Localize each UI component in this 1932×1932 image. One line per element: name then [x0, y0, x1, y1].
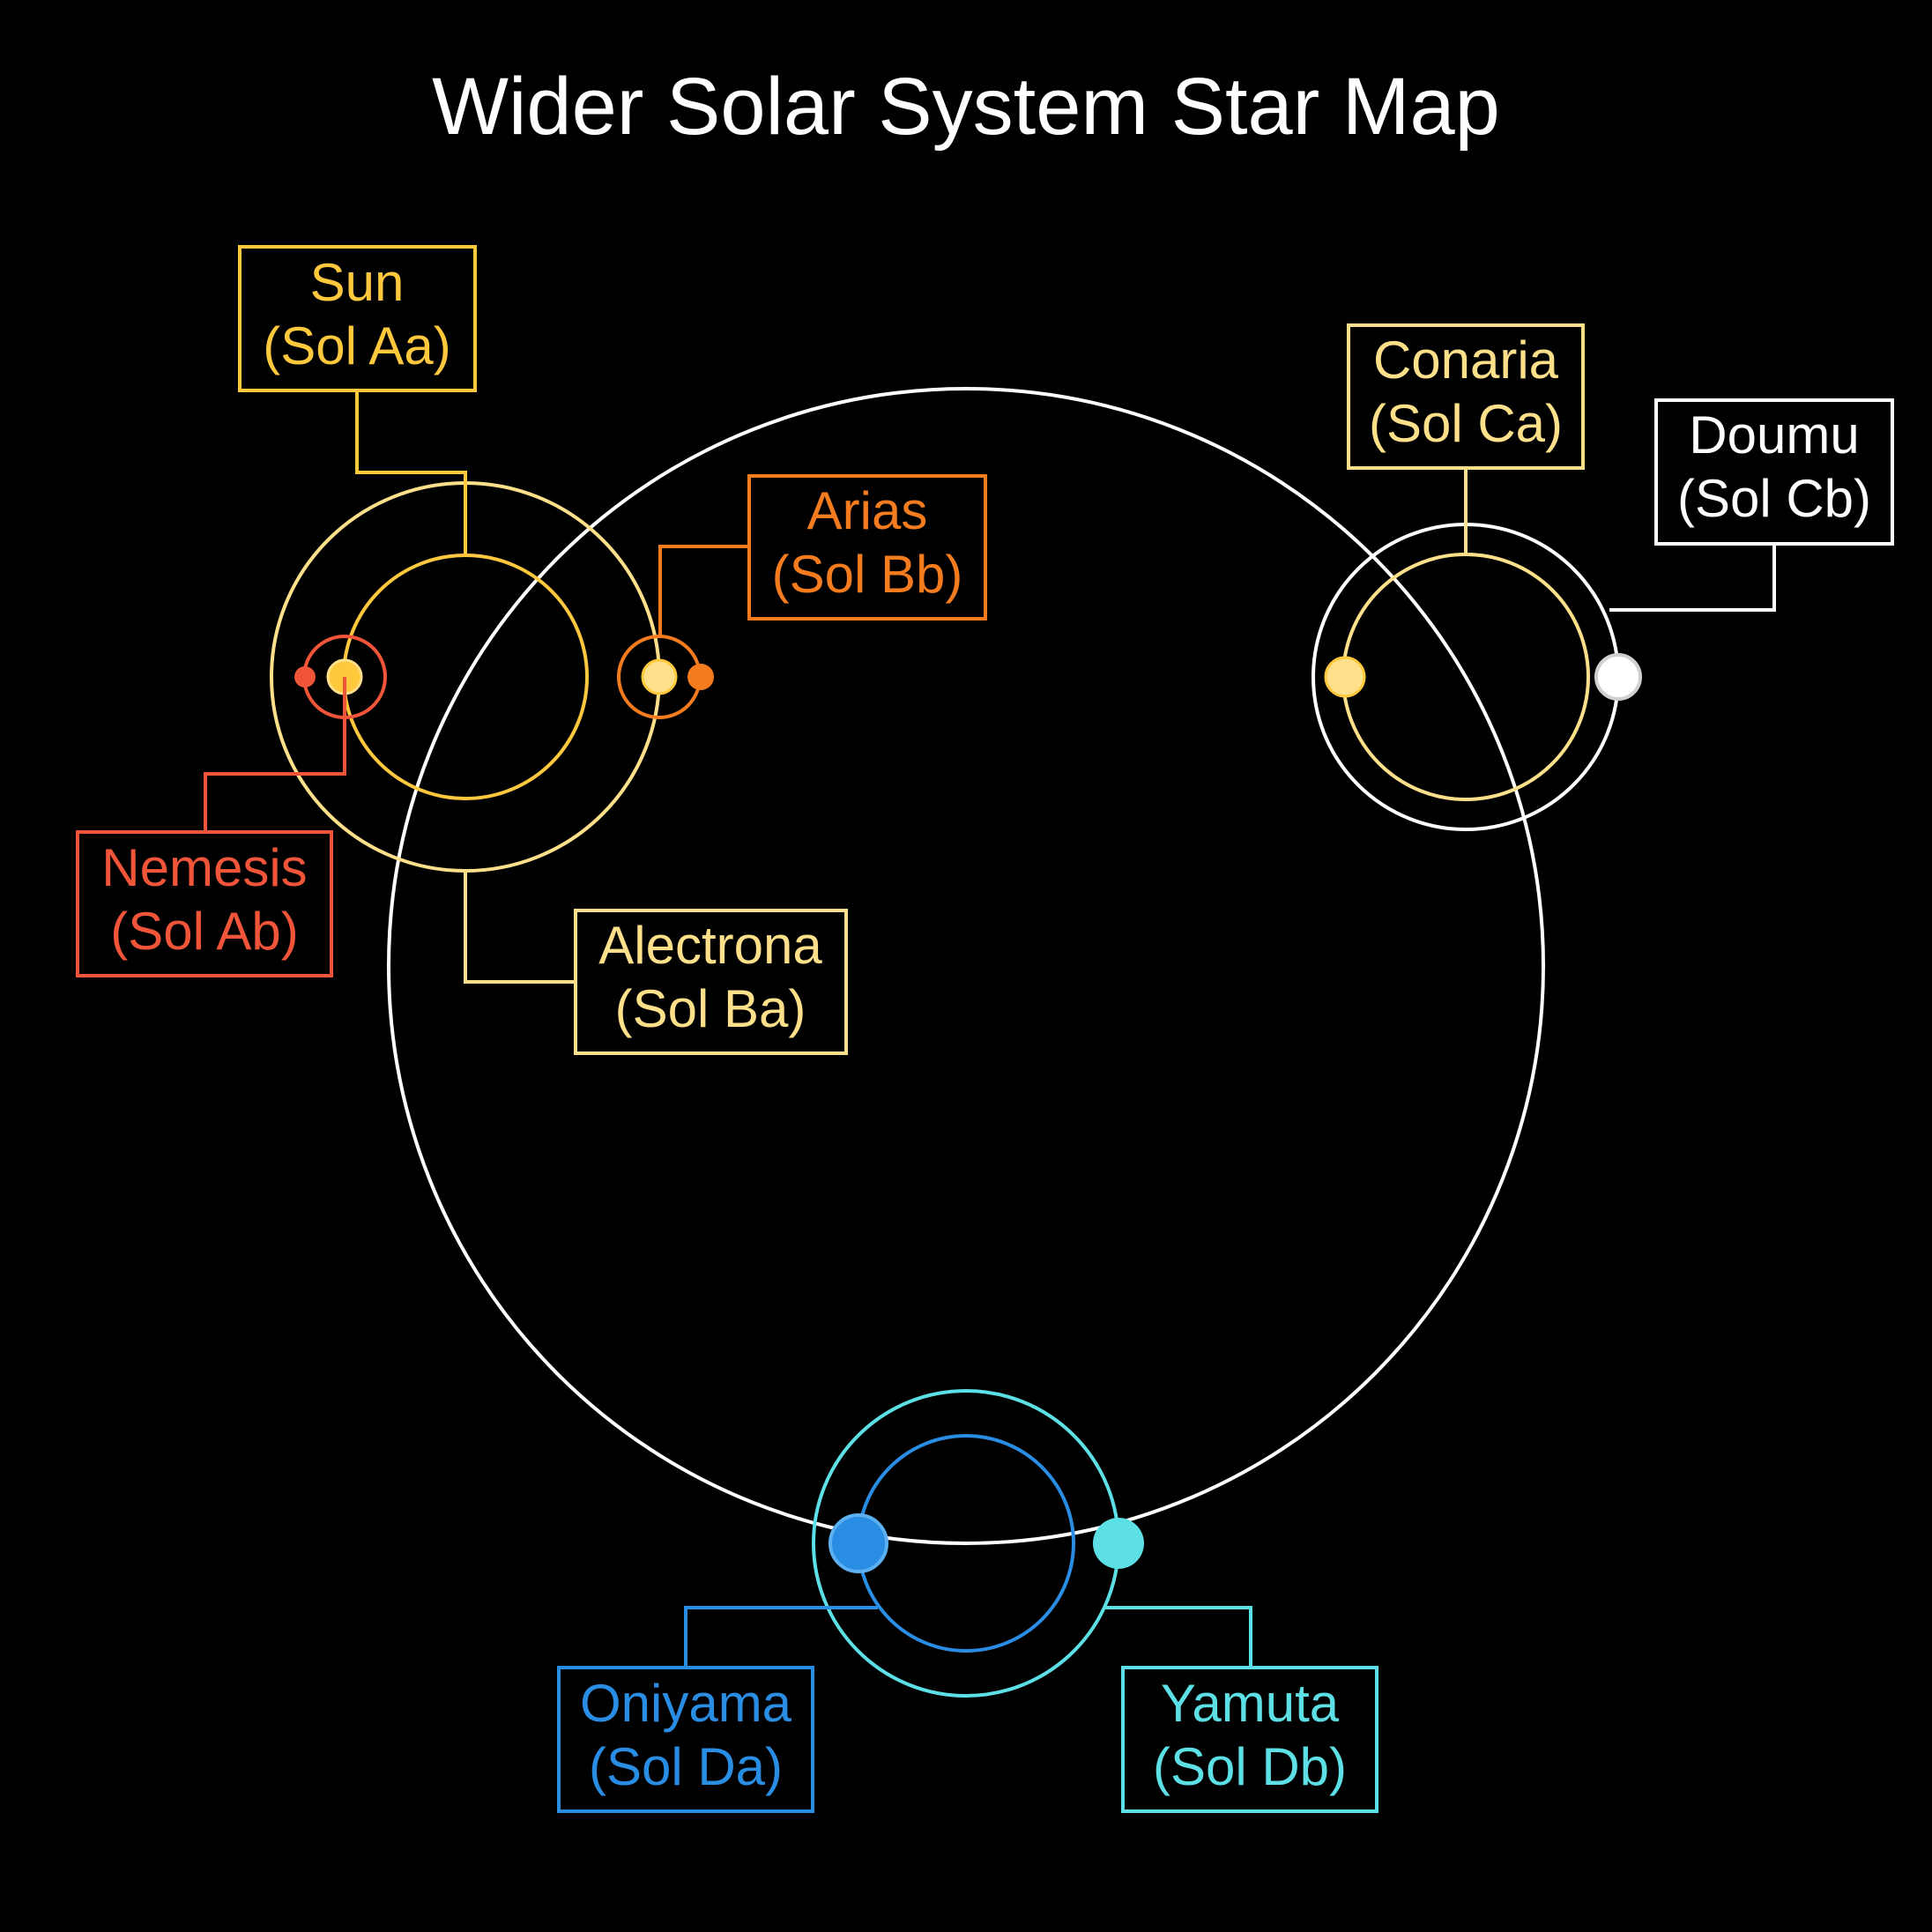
oniyama-name: Oniyama — [580, 1674, 792, 1733]
alectrona-leader-line — [464, 871, 576, 984]
doumu-label-box — [1654, 398, 1894, 546]
alectrona-designation: (Sol Ba) — [615, 979, 806, 1038]
sun-designation: (Sol Aa) — [263, 316, 450, 375]
nemesis-star — [294, 666, 316, 687]
oniyama-leader-line — [684, 1606, 878, 1668]
conaria-designation: (Sol Ca) — [1369, 394, 1563, 453]
yamuta-name: Yamuta — [1161, 1674, 1340, 1733]
nemesis-label-box — [76, 830, 333, 977]
alectrona-star — [641, 658, 678, 695]
arias-label-box — [747, 474, 987, 620]
arias-designation: (Sol Bb) — [772, 545, 963, 604]
nemesis-name: Nemesis — [101, 838, 307, 897]
yamuta-leader-line — [1105, 1606, 1252, 1668]
conaria-label-box — [1347, 323, 1585, 470]
arias-leader-line — [658, 545, 749, 636]
diagram-title: Wider Solar System Star Map — [432, 62, 1500, 152]
oniyama-designation: (Sol Da) — [589, 1737, 783, 1796]
alectrona-label-box — [574, 909, 848, 1055]
yamuta-designation: (Sol Db) — [1153, 1737, 1347, 1796]
yamuta-star — [1093, 1518, 1144, 1569]
nemesis-leader-line — [204, 677, 346, 831]
doumu-name: Doumu — [1689, 405, 1859, 464]
doumu-star — [1594, 653, 1642, 701]
arias-star — [687, 664, 714, 690]
conaria-name: Conaria — [1373, 331, 1559, 390]
nemesis-designation: (Sol Ab) — [110, 902, 298, 961]
oniyama-label-box — [557, 1666, 814, 1813]
oniyama-star — [829, 1513, 888, 1573]
doumu-leader-line — [1609, 544, 1776, 612]
arias-name: Arias — [807, 481, 928, 540]
sun-label-box — [238, 245, 477, 392]
yamuta-label-box — [1121, 1666, 1378, 1813]
doumu-designation: (Sol Cb) — [1677, 469, 1871, 528]
sun-name: Sun — [310, 253, 405, 312]
alectrona-name: Alectrona — [598, 916, 822, 975]
conaria-star — [1324, 656, 1366, 698]
sun-leader-line — [355, 390, 467, 555]
main-orbit — [387, 387, 1545, 1545]
